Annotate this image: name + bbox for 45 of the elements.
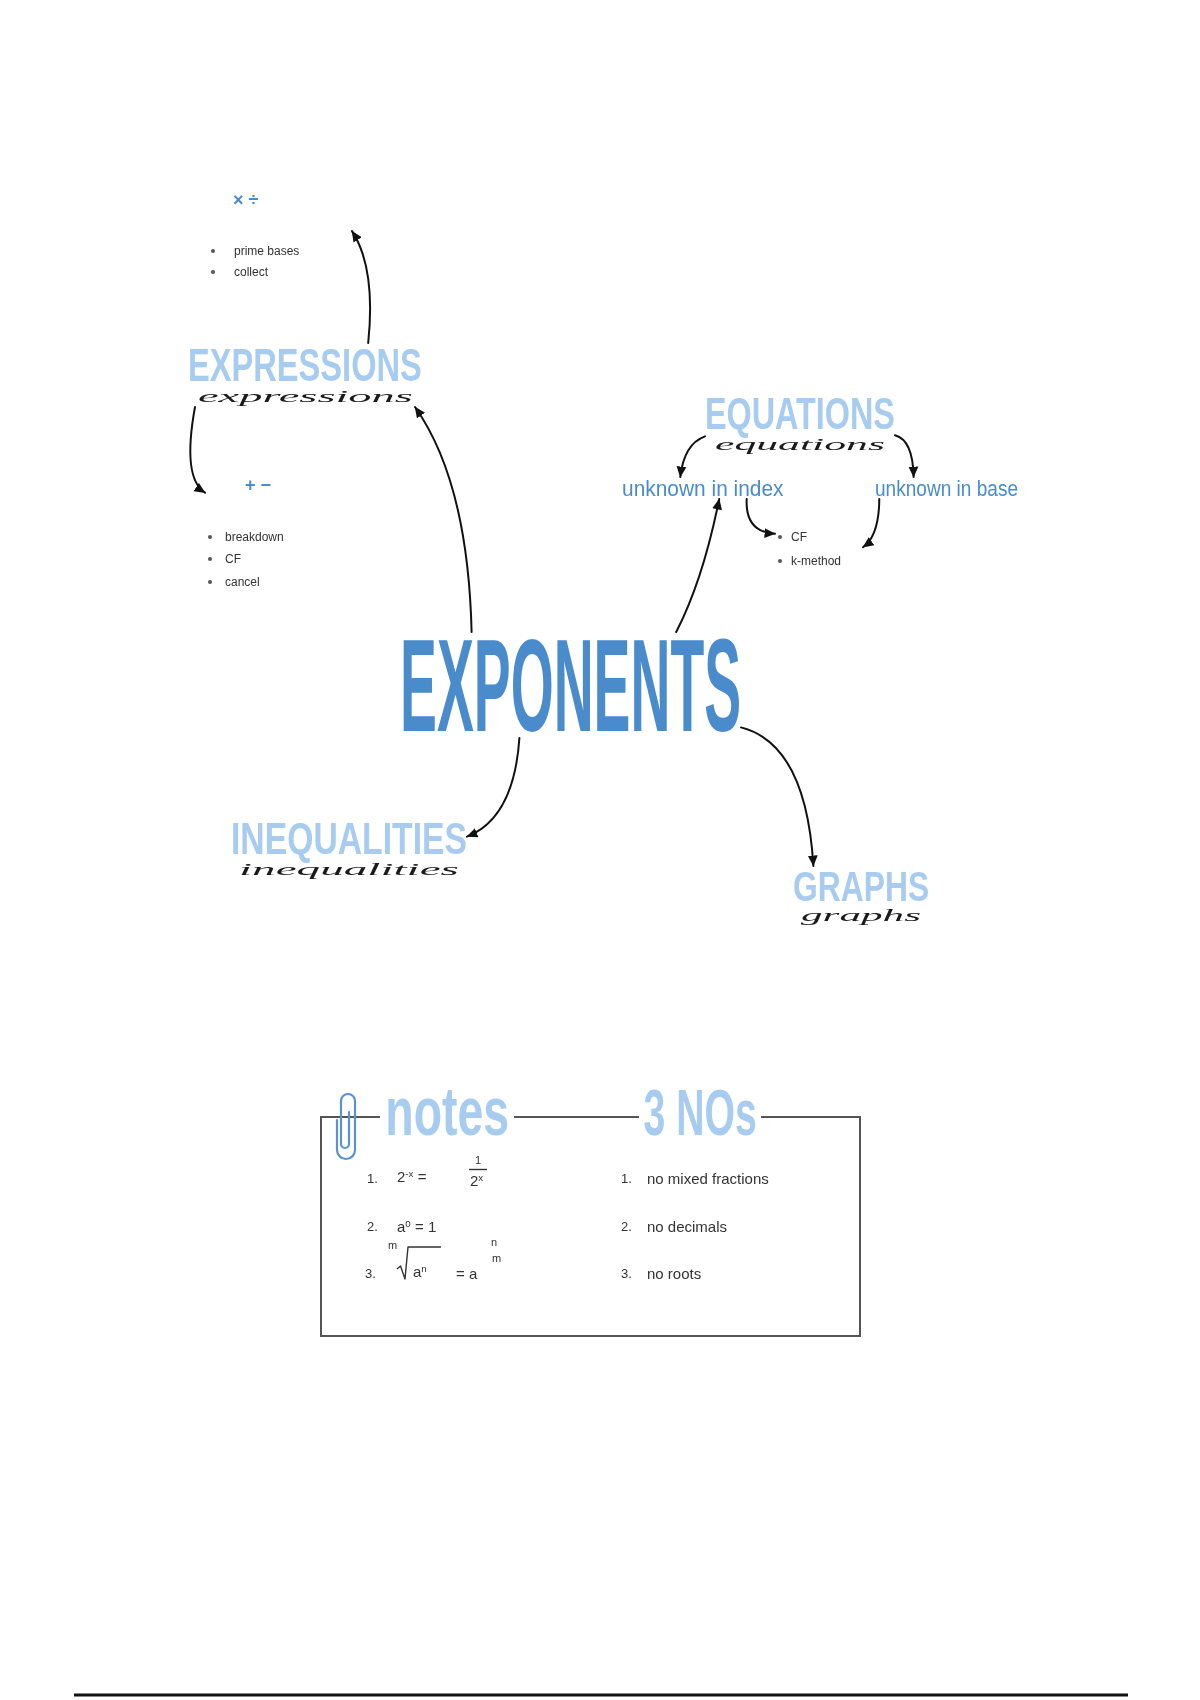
subtopic-label: unknown in base [875, 477, 1019, 499]
exponent-denominator: m [492, 1252, 502, 1264]
curved-arrow [894, 434, 919, 478]
topic-heading: EXPRESSIONS [188, 343, 422, 387]
list-number: 2. [367, 1219, 378, 1235]
list-item: no roots [647, 1266, 702, 1282]
list-number: 3. [621, 1266, 632, 1282]
formula-text: = a [456, 1266, 478, 1282]
exponent-numerator: n [491, 1236, 498, 1248]
fraction-denominator: 2$^{x}$ [470, 1173, 484, 1189]
list-item: collect [208, 264, 268, 280]
fraction-numerator: 1 [475, 1154, 482, 1166]
curved-arrow [189, 406, 206, 494]
list-item: CF [205, 551, 241, 567]
central-topic: EXPONENTS [400, 632, 742, 738]
root-index: m [388, 1239, 398, 1251]
list-item: CF [775, 529, 807, 545]
list-number: 1. [621, 1171, 632, 1187]
operation-symbols: × ÷ [233, 189, 259, 211]
list-item: breakdown [205, 529, 284, 545]
curved-arrow [675, 498, 722, 633]
panel-heading: 3 NOs [639, 1086, 762, 1139]
operation-symbols: + − [245, 474, 272, 496]
handwritten-word: graphs [801, 906, 922, 926]
curved-arrow [414, 406, 473, 633]
curved-arrow [676, 435, 706, 478]
topic-heading: GRAPHS [793, 866, 930, 906]
list-number: 3. [365, 1266, 376, 1282]
formula-text: a$^{0}$ = 1 [397, 1219, 437, 1235]
list-item: k-method [775, 553, 842, 569]
list-number: 2. [621, 1219, 632, 1235]
subtopic-label: unknown in index [622, 477, 784, 499]
list-number: 1. [367, 1171, 378, 1187]
list-item: cancel [205, 574, 260, 590]
formula-text: a$^{n}$ [413, 1264, 427, 1280]
curved-arrow [740, 726, 818, 867]
list-item: prime bases [208, 243, 300, 259]
list-item: no decimals [647, 1219, 728, 1235]
curved-arrow [745, 498, 776, 538]
curved-arrow [351, 230, 372, 344]
handwritten-word: expressions [198, 387, 413, 407]
curved-arrow [466, 737, 521, 838]
curved-arrow [862, 498, 881, 549]
formula-text: 2$^{-x}$ = [397, 1169, 427, 1185]
list-item: no mixed fractions [647, 1171, 769, 1187]
